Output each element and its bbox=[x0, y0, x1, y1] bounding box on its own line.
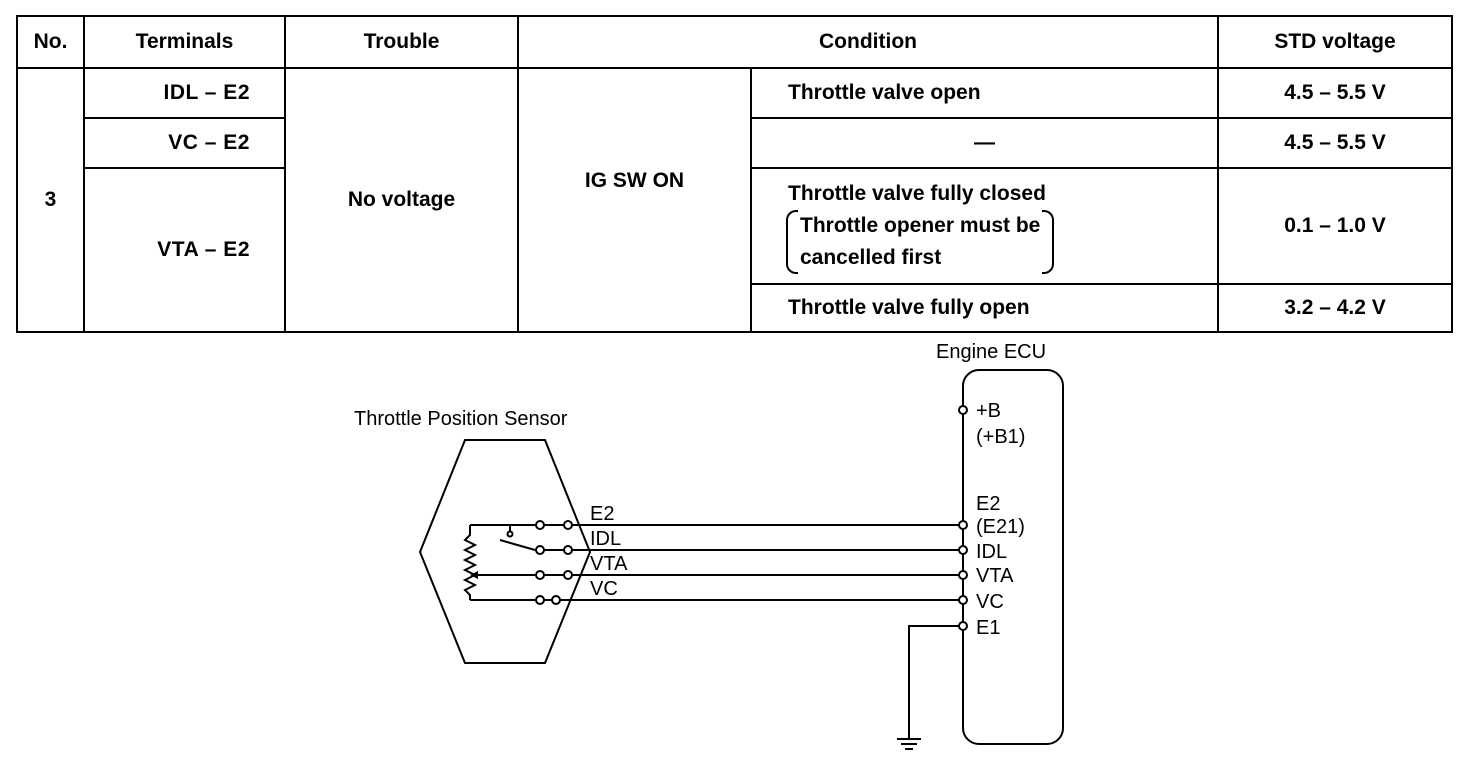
diagnostic-table-container: No. Terminals Trouble Condition STD volt… bbox=[16, 15, 1453, 333]
cell-terminal: VC – E2 bbox=[83, 117, 286, 169]
ecu-terminal-b bbox=[958, 405, 968, 415]
ecu-label-e1: E1 bbox=[976, 617, 1000, 639]
switch-blade bbox=[499, 539, 536, 551]
diagnostic-table: No. Terminals Trouble Condition STD volt… bbox=[16, 15, 1453, 333]
condition-note: Throttle opener must be cancelled first bbox=[786, 210, 1055, 274]
sensor-connector-vc bbox=[551, 595, 561, 605]
ecu-label-e21: (E21) bbox=[976, 516, 1025, 538]
ecu-label-e2: E2 bbox=[976, 493, 1000, 515]
sensor-terminal-vta bbox=[535, 570, 545, 580]
ecu-label-b: +B bbox=[976, 400, 1001, 422]
cell-condition-main: IG SW ON bbox=[517, 67, 752, 333]
header-no: No. bbox=[16, 15, 85, 69]
ecu-label-b1: (+B1) bbox=[976, 426, 1025, 448]
sensor-connector-idl bbox=[563, 545, 573, 555]
cell-voltage: 4.5 – 5.5 V bbox=[1217, 67, 1453, 119]
header-trouble: Trouble bbox=[284, 15, 519, 69]
resistor-symbol bbox=[462, 525, 478, 600]
cell-terminal: IDL – E2 bbox=[83, 67, 286, 119]
throttle-sensor-body bbox=[418, 439, 592, 664]
condition-line: cancelled first bbox=[800, 246, 942, 269]
ecu-label-idl: IDL bbox=[976, 541, 1007, 563]
ecu-terminal-vta bbox=[958, 570, 968, 580]
cell-condition: — bbox=[750, 117, 1219, 169]
condition-line: Throttle opener must be bbox=[800, 214, 1041, 237]
table-row: 3 IDL – E2 No voltage IG SW ON Throttle … bbox=[16, 67, 1453, 333]
table-row: VC – E2 — 4.5 – 5.5 V bbox=[17, 117, 1453, 169]
wire-e1-ground bbox=[908, 625, 959, 738]
header-condition: Condition bbox=[517, 15, 1219, 69]
ecu-title: Engine ECU bbox=[936, 341, 1046, 363]
cell-condition: Throttle valve fully closed Throttle ope… bbox=[750, 167, 1219, 285]
wire-label-vta: VTA bbox=[590, 553, 628, 575]
header-terminals: Terminals bbox=[83, 15, 286, 69]
cell-trouble: No voltage bbox=[284, 67, 519, 333]
ecu-terminal-idl bbox=[958, 545, 968, 555]
wire-label-idl: IDL bbox=[590, 528, 621, 550]
ecu-terminal-e1 bbox=[958, 621, 968, 631]
cell-terminal: VTA – E2 bbox=[83, 167, 286, 333]
wiper-arrow bbox=[470, 571, 478, 579]
sensor-connector-e2 bbox=[563, 520, 573, 530]
table-row: VTA – E2 Throttle valve fully closed Thr… bbox=[17, 167, 1453, 333]
sensor-terminal-vc bbox=[535, 595, 545, 605]
cell-voltage: 3.2 – 4.2 V bbox=[1217, 283, 1453, 333]
cell-voltage: 4.5 – 5.5 V bbox=[1217, 117, 1453, 169]
cell-condition: Throttle valve fully open bbox=[750, 283, 1219, 333]
paren-left bbox=[786, 210, 798, 274]
table-row: Throttle valve fully open 3.2 – 4.2 V bbox=[17, 283, 1453, 333]
cell-no: 3 bbox=[16, 67, 85, 333]
switch-contact bbox=[506, 530, 514, 538]
ecu-box bbox=[962, 369, 1064, 745]
ecu-terminal-e2 bbox=[958, 520, 968, 530]
condition-main-text: IG SW ON bbox=[584, 169, 685, 192]
sensor-terminal-idl bbox=[535, 545, 545, 555]
header-std-voltage: STD voltage bbox=[1217, 15, 1453, 69]
ecu-terminal-vc bbox=[958, 595, 968, 605]
cell-condition: Throttle valve open bbox=[750, 67, 1219, 119]
condition-line: Throttle valve fully closed bbox=[788, 182, 1046, 205]
wire-label-vc: VC bbox=[590, 578, 618, 600]
ecu-label-vta: VTA bbox=[976, 565, 1014, 587]
ecu-label-vc: VC bbox=[976, 591, 1004, 613]
sensor-connector-vta bbox=[563, 570, 573, 580]
cell-voltage: 0.1 – 1.0 V bbox=[1217, 167, 1453, 285]
wire-label-e2: E2 bbox=[590, 503, 614, 525]
sensor-terminal-e2 bbox=[535, 520, 545, 530]
table-header-row: No. Terminals Trouble Condition STD volt… bbox=[16, 15, 1453, 69]
sensor-title: Throttle Position Sensor bbox=[354, 408, 568, 430]
